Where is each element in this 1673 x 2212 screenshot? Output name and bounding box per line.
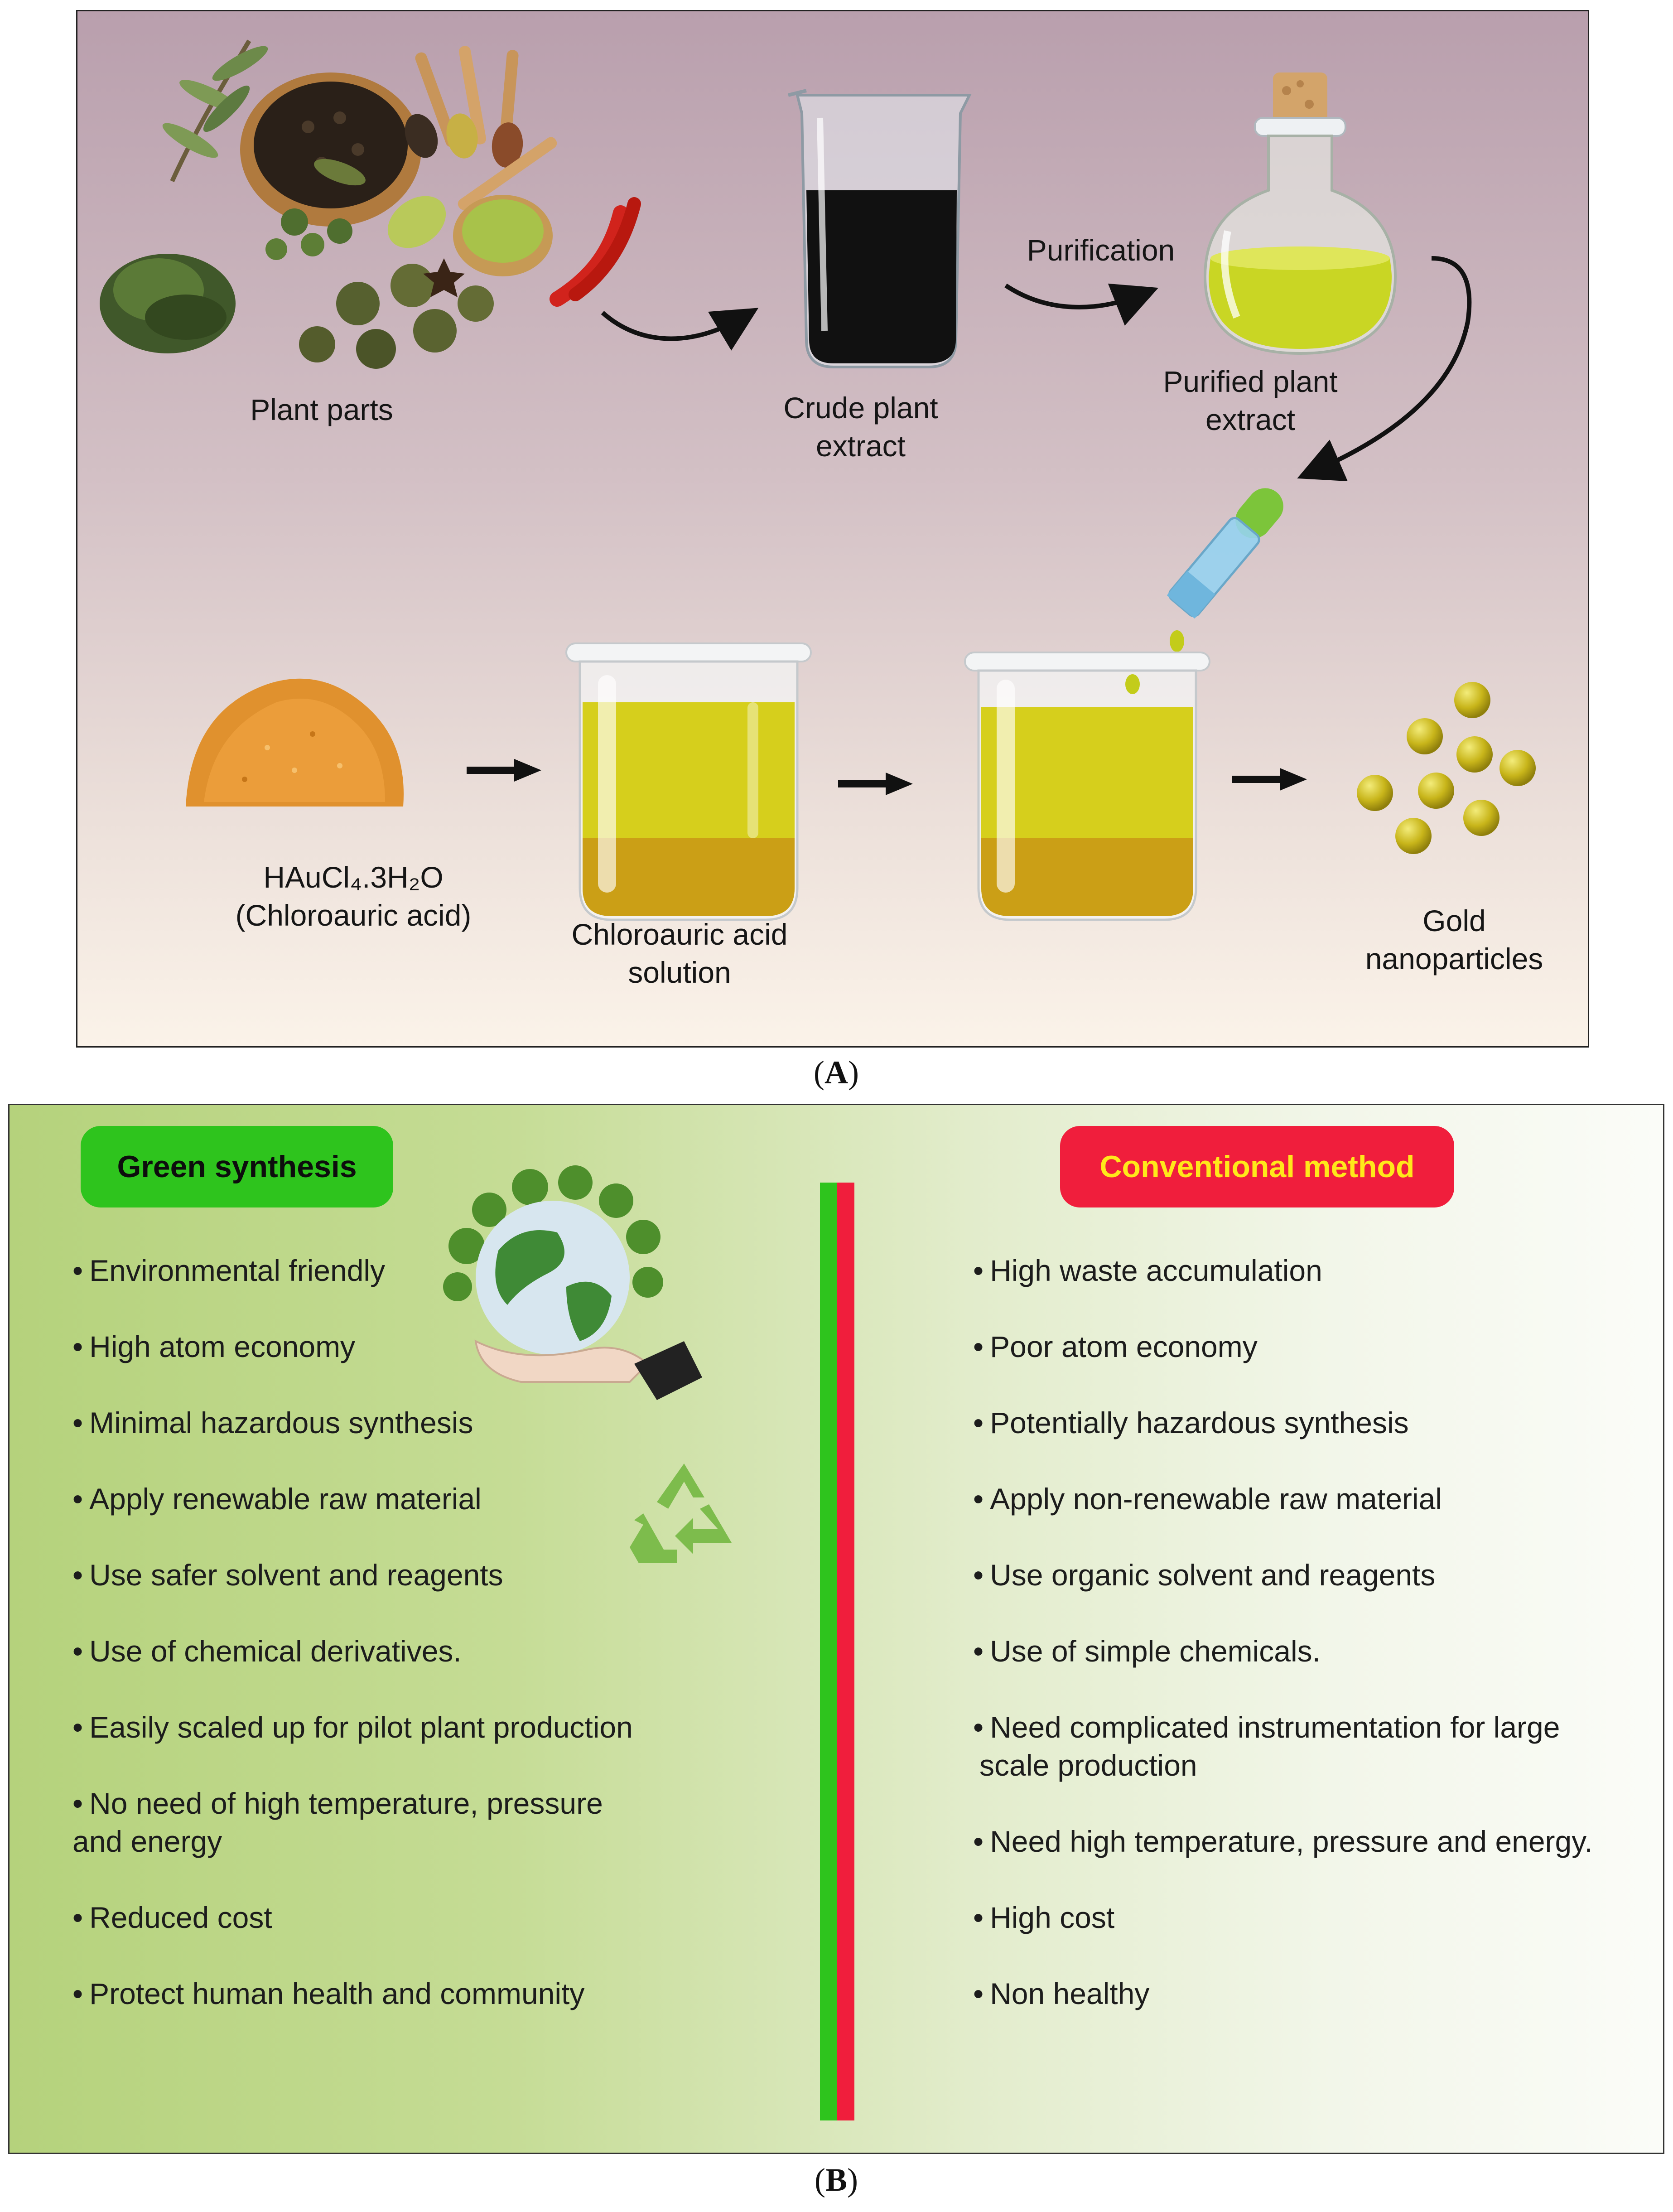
hand-icon: [474, 1339, 649, 1383]
conventional-item: Need complicated instrumentation for lar…: [973, 1708, 1560, 1746]
conventional-item: Poor atom economy: [973, 1328, 1258, 1366]
recycle-icon: [630, 1463, 732, 1563]
panel-a-caption: (A): [814, 1054, 859, 1091]
panel-b-caption: (B): [815, 2162, 858, 2198]
green-item: Minimal hazardous synthesis: [72, 1404, 473, 1442]
green-item: No need of high temperature, pressure: [72, 1784, 603, 1822]
green-item: Reduced cost: [72, 1898, 272, 1937]
dried-fruits-icon: [299, 264, 494, 369]
purified-extract-label-1: Purified plant: [1163, 365, 1338, 398]
plant-parts-label: Plant parts: [250, 393, 393, 426]
green-item: Use of chemical derivatives.: [72, 1632, 462, 1670]
crude-extract-label-1: Crude plant: [783, 391, 938, 425]
gold-nanoparticles-icon: [1357, 682, 1536, 854]
herb-sprigs-icon: [265, 208, 352, 260]
divider-bar: [820, 1183, 854, 2120]
conventional-item: Non healthy: [973, 1975, 1149, 2013]
chloroauric-solution-beaker-icon: [565, 642, 812, 921]
purification-label: Purification: [1027, 233, 1175, 267]
chloroauric-acid-powder-icon: [186, 678, 404, 807]
reaction-beaker-icon: [964, 652, 1210, 921]
arrow-right-1: [467, 759, 541, 782]
chloroauric-name-label: (Chloroauric acid): [235, 898, 472, 932]
conventional-item: High waste accumulation: [973, 1251, 1322, 1290]
gold-nanoparticles-label-2: nanoparticles: [1365, 942, 1543, 976]
conventional-item: Use organic solvent and reagents: [973, 1556, 1435, 1594]
gold-nanoparticles-label-1: Gold: [1422, 904, 1486, 937]
purified-extract-flask-icon: [1203, 72, 1397, 355]
sleeve-icon: [634, 1341, 702, 1400]
green-item: High atom economy: [72, 1328, 355, 1366]
conventional-item-continuation: scale production: [979, 1748, 1197, 1782]
leaf-branch-icon: [162, 39, 268, 183]
purified-extract-label-2: extract: [1205, 403, 1296, 436]
globe-in-hand-icon: [443, 1165, 702, 1400]
chloroauric-solution-label-1: Chloroauric acid: [571, 918, 788, 951]
dried-leaves-icon: [100, 254, 236, 353]
green-seeds-icon: [462, 199, 544, 263]
arrow-right-2: [838, 773, 913, 795]
curved-arrow-2: [1004, 283, 1159, 326]
conventional-item: Potentially hazardous synthesis: [973, 1404, 1409, 1442]
chloroauric-formula-label: HAuCl₄.3H₂O: [263, 860, 444, 894]
conventional-item: Use of simple chemicals.: [973, 1632, 1321, 1670]
chloroauric-solution-label-2: solution: [628, 956, 731, 989]
green-synthesis-header: Green synthesis: [81, 1126, 393, 1207]
crude-extract-label-2: extract: [815, 429, 906, 463]
conventional-item: Need high temperature, pressure and ener…: [973, 1822, 1593, 1860]
conventional-method-header: Conventional method: [1060, 1126, 1454, 1207]
green-item: Environmental friendly: [72, 1251, 385, 1290]
plant-parts-illustration: [100, 39, 641, 369]
conventional-item: Apply non-renewable raw material: [973, 1480, 1442, 1518]
curved-arrow-1: [601, 308, 759, 351]
trees-icon: [443, 1165, 663, 1301]
curved-arrow-3: [1297, 256, 1472, 482]
chili-pepper-icon: [550, 205, 628, 307]
green-item: Easily scaled up for pilot plant product…: [72, 1708, 633, 1746]
green-item: Protect human health and community: [72, 1975, 584, 2013]
conventional-item: High cost: [973, 1898, 1114, 1937]
green-item: Apply renewable raw material: [72, 1480, 482, 1518]
green-item-continuation: and energy: [72, 1825, 222, 1858]
spice-spoons-icon: [387, 46, 557, 248]
arrow-right-3: [1232, 768, 1307, 791]
dropper-icon: [1167, 488, 1283, 652]
green-item: Use safer solvent and reagents: [72, 1556, 503, 1594]
star-anise-icon: [423, 258, 465, 297]
crude-extract-beaker-icon: [788, 89, 972, 368]
spice-bowl-icon: [240, 72, 421, 227]
